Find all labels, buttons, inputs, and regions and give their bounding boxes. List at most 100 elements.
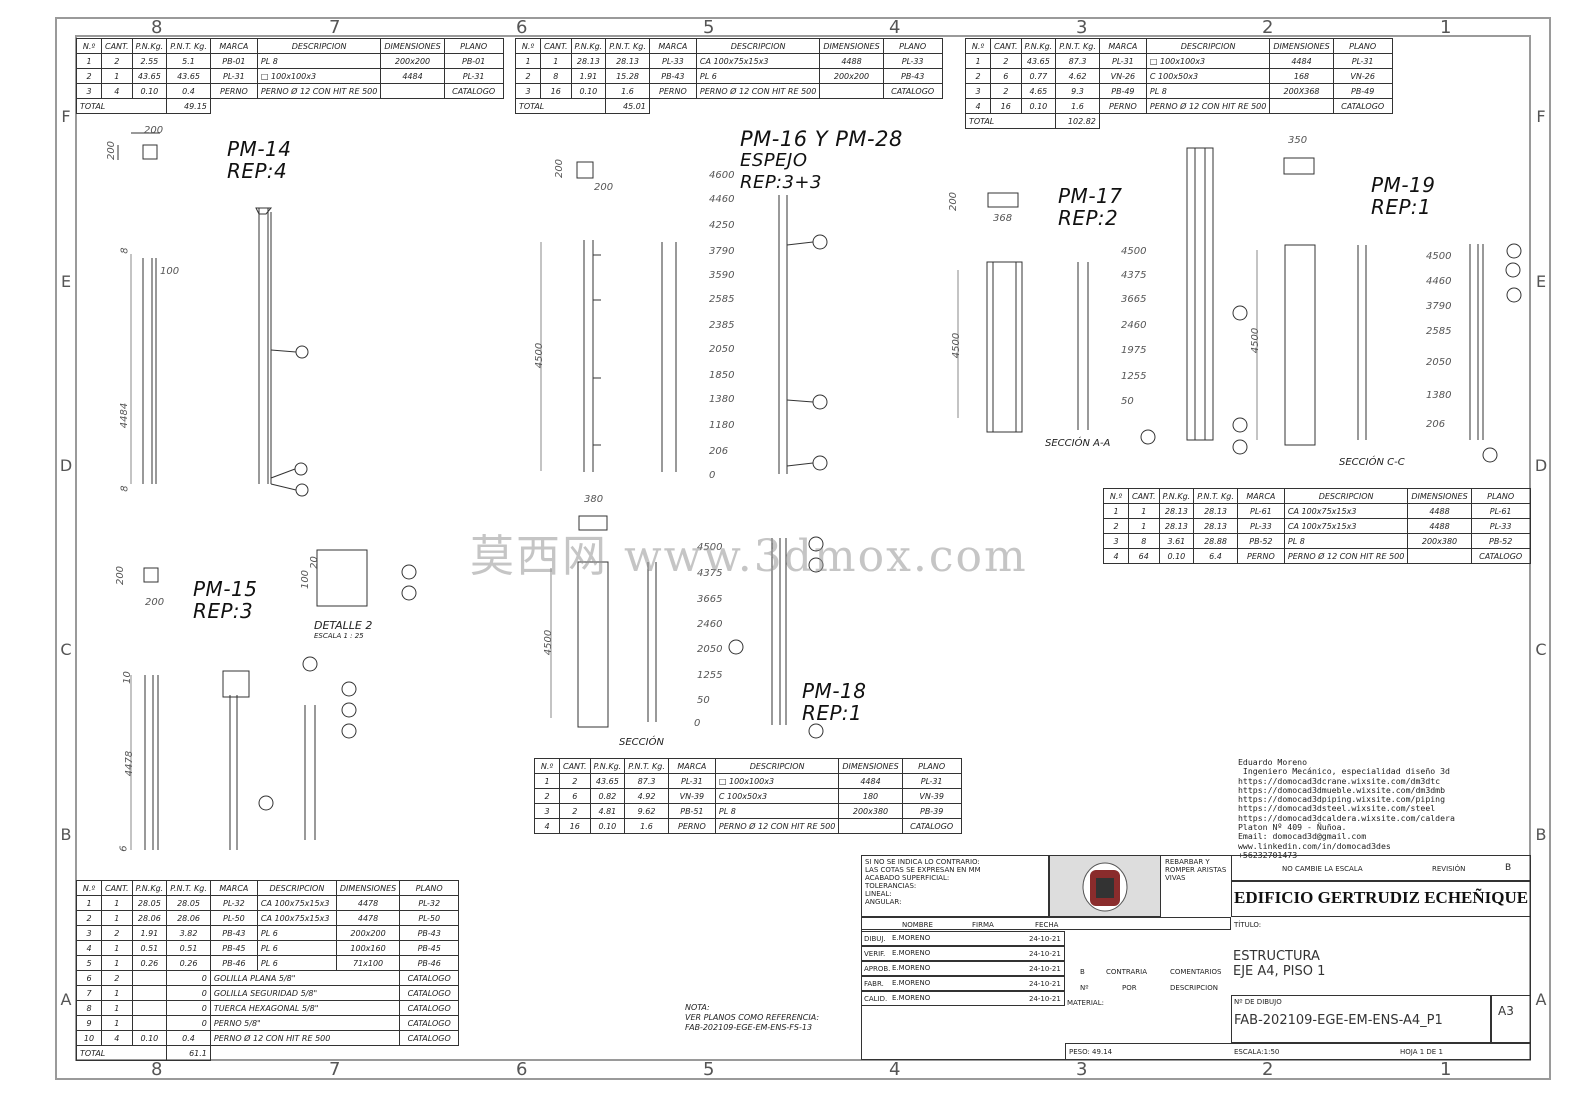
- note-line: NOTA:: [685, 1003, 710, 1012]
- table-cell: 1: [1128, 518, 1160, 534]
- table-cell: 3: [534, 803, 560, 819]
- zone-row-right: E: [1535, 272, 1547, 291]
- zone-col-top: 3: [1076, 17, 1088, 38]
- table-header-cell: N.º: [515, 38, 541, 54]
- table-cell: 4: [101, 1030, 133, 1046]
- table-cell: PB-49: [1332, 83, 1393, 99]
- general-note-line: SI NO SE INDICA LO CONTRARIO:: [865, 858, 980, 866]
- table-cell: C 100x50x3: [714, 788, 840, 804]
- dimension-label: 200: [948, 191, 960, 212]
- table-header-cell: P.N.Kg.: [1020, 38, 1057, 54]
- drawing-number: FAB-202109-EGE-EM-ENS-A4_P1: [1234, 1013, 1443, 1028]
- title-line: PM-19: [1371, 173, 1436, 197]
- table-cell: 0.77: [1020, 68, 1057, 84]
- table-cell: 28.05: [131, 895, 168, 911]
- table-total-value: 45.01: [605, 98, 650, 114]
- role-label: APROB.: [864, 965, 891, 973]
- title-line: REP:3+3: [740, 172, 822, 193]
- author-line: www.linkedin.com/in/domocad3des: [1238, 840, 1391, 851]
- table-cell: PL-33: [882, 53, 943, 69]
- table-cell: 0.10: [1158, 548, 1195, 564]
- table-cell: 43.65: [1020, 53, 1057, 69]
- general-note-line: TOLERANCIAS:: [865, 882, 917, 890]
- level-label: 3665: [1121, 294, 1147, 305]
- table-cell: [1407, 548, 1472, 564]
- col-fecha: FECHA: [1035, 921, 1059, 929]
- table-cell: PL-33: [648, 53, 697, 69]
- table-cell: 3: [76, 925, 102, 941]
- table-cell: □ 100x100x3: [256, 68, 382, 84]
- table-cell: 0.10: [131, 83, 168, 99]
- table-cell: 6: [559, 788, 591, 804]
- table-cell: [131, 985, 168, 1001]
- table-cell: 4484: [838, 773, 903, 789]
- table-header-cell: N.º: [76, 880, 102, 896]
- table-header-cell: P.N.Kg.: [131, 880, 168, 896]
- table-cell: 1: [1128, 503, 1160, 519]
- table-cell: 3: [1103, 533, 1129, 549]
- table-cell: CATALOGO: [1470, 548, 1531, 564]
- level-label: 3665: [697, 594, 723, 605]
- table-cell: PERNO: [648, 83, 697, 99]
- table-cell: 28.88: [1193, 533, 1238, 549]
- role-date: 24-10-21: [1029, 935, 1061, 943]
- level-label: 3590: [709, 270, 735, 281]
- scale: ESCALA:1:50: [1234, 1048, 1280, 1056]
- table-cell: 200x380: [838, 803, 903, 819]
- table-header-cell: P.N.Kg.: [589, 758, 626, 774]
- table-cell: PL-32: [399, 895, 460, 911]
- table-cell: 8: [76, 1000, 102, 1016]
- table-cell: 4478: [335, 910, 401, 926]
- table-cell: 1.91: [570, 68, 607, 84]
- table-cell: 2: [101, 970, 133, 986]
- table-cell: 28.05: [166, 895, 211, 911]
- role-label: VERIF.: [864, 950, 886, 958]
- table-cell: CATALOGO: [399, 970, 460, 986]
- table-cell: 4488: [819, 53, 884, 69]
- table-header-cell: MARCA: [667, 758, 716, 774]
- zone-col-bottom: 6: [516, 1059, 528, 1080]
- deburr-line: REBARBAR Y: [1165, 858, 1210, 866]
- level-label: 2585: [1426, 326, 1452, 337]
- title-line: REP:2: [1058, 206, 1119, 230]
- level-label: 4375: [697, 568, 723, 579]
- table-cell: 4.92: [624, 788, 669, 804]
- rev-col-3: COMENTARIOS: [1170, 968, 1222, 976]
- table-cell: PB-52: [1236, 533, 1285, 549]
- table-cell: CATALOGO: [399, 1000, 460, 1016]
- role-date: 24-10-21: [1029, 950, 1061, 958]
- zone-row-right: A: [1535, 990, 1547, 1009]
- table-cell: 43.65: [166, 68, 211, 84]
- logo-graphic: [1082, 862, 1128, 912]
- table-cell: 4484: [380, 68, 445, 84]
- table-cell: PB-43: [882, 68, 943, 84]
- role-name: E.MORENO: [892, 949, 931, 957]
- author-info: Eduardo Moreno Ingeniero Mecánico, espec…: [1238, 757, 1455, 860]
- level-label: 4500: [1121, 246, 1147, 257]
- table-header-cell: DESCRIPCION: [256, 38, 382, 54]
- table-header-cell: DIMENSIONES: [380, 38, 445, 54]
- table-cell: PERNO Ø 12 CON HIT RE 500: [1283, 548, 1409, 564]
- zone-col-bottom: 3: [1076, 1059, 1088, 1080]
- title-line: REP:3: [193, 599, 254, 623]
- dimension-label: 380: [584, 494, 604, 505]
- table-cell: 200x200: [380, 53, 445, 69]
- table-cell: PL-50: [399, 910, 460, 926]
- table-cell: 87.3: [1055, 53, 1100, 69]
- zone-col-bottom: 4: [889, 1059, 901, 1080]
- zone-col-bottom: 7: [329, 1059, 341, 1080]
- zone-row-right: F: [1536, 107, 1546, 126]
- table-cell: 2: [990, 83, 1022, 99]
- title-pm19: PM-19 REP:1: [1371, 174, 1435, 218]
- general-notes: SI NO SE INDICA LO CONTRARIO:LAS COTAS S…: [865, 858, 981, 906]
